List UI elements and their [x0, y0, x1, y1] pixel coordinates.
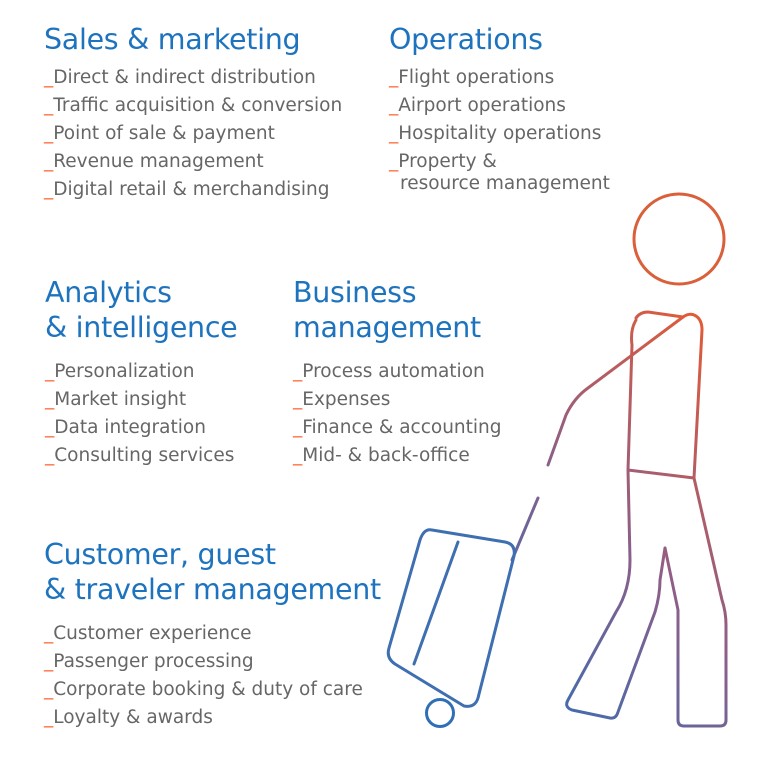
section-title: Business management [293, 275, 502, 345]
item-list: _Customer experience _Passenger processi… [44, 620, 381, 732]
list-item: _Market insight [45, 386, 237, 414]
list-item: _Consulting services [45, 442, 237, 470]
head-shape [632, 192, 726, 286]
bullet: _ [44, 95, 54, 116]
section-title-line: & traveler management [44, 573, 381, 606]
list-item-text: Data integration [54, 417, 206, 438]
bullet: _ [389, 67, 399, 88]
list-item-text: Airport operations [398, 95, 566, 116]
list-item: _Finance & accounting [293, 414, 502, 442]
list-item-text: Point of sale & payment [53, 123, 275, 144]
suitcase-handle-shape [510, 496, 540, 562]
list-item-text: Digital retail & merchandising [53, 179, 330, 200]
list-item: _Digital retail & merchandising [44, 176, 342, 204]
item-list: _Process automation _Expenses _Finance &… [293, 358, 502, 470]
bullet: _ [44, 151, 54, 172]
section-title-line: Customer, guest [44, 538, 276, 571]
list-item-text: Market insight [54, 389, 187, 410]
bullet: _ [44, 179, 54, 200]
list-item: _Mid- & back-office [293, 442, 502, 470]
arm-shape [546, 315, 685, 467]
bullet: _ [293, 361, 303, 382]
bullet: _ [293, 445, 303, 466]
list-item-text: Property & [398, 151, 497, 172]
list-item: _Hospitality operations [389, 120, 610, 148]
list-item-text: Mid- & back-office [302, 445, 470, 466]
list-item: _Revenue management [44, 148, 342, 176]
bullet: _ [44, 123, 54, 144]
section-title-text: Operations [389, 23, 543, 56]
list-item-text-continued: resource management [400, 173, 610, 194]
section-operations: Operations _Flight operations _Airport o… [389, 22, 610, 195]
list-item-text: Loyalty & awards [53, 707, 213, 728]
bullet: _ [45, 417, 55, 438]
list-item: _Airport operations [389, 92, 610, 120]
list-item-text: Revenue management [53, 151, 264, 172]
list-item-text: Personalization [54, 361, 195, 382]
item-list: _Personalization _Market insight _Data i… [45, 358, 237, 470]
list-item: _Passenger processing [44, 648, 381, 676]
list-item-text: Passenger processing [53, 651, 254, 672]
bullet: _ [44, 67, 54, 88]
list-item: _Corporate booking & duty of care [44, 676, 381, 704]
section-analytics-intelligence: Analytics & intelligence _Personalizatio… [45, 275, 238, 470]
list-item: _Customer experience [44, 620, 381, 648]
list-item: _Direct & indirect distribution [44, 64, 342, 92]
bullet: _ [389, 123, 399, 144]
bullet: _ [45, 361, 55, 382]
section-business-management: Business management _Process automation … [293, 275, 502, 470]
list-item: _Traffic acquisition & conversion [44, 92, 342, 120]
bullet: _ [44, 623, 54, 644]
bullet: _ [389, 151, 399, 172]
section-title-line: Business [293, 276, 417, 309]
list-item: _Data integration [45, 414, 237, 442]
list-item: _Point of sale & payment [44, 120, 342, 148]
list-item: _Process automation [293, 358, 502, 386]
list-item-text: Process automation [302, 361, 485, 382]
section-customer-guest-traveler-management: Customer, guest & traveler management _C… [44, 537, 381, 732]
suitcase-shape [386, 528, 516, 708]
section-title-line: Analytics [45, 276, 172, 309]
list-item: _Flight operations [389, 64, 610, 92]
list-item: _Loyalty & awards [44, 704, 381, 732]
list-item: _Personalization [45, 358, 237, 386]
bullet: _ [44, 679, 54, 700]
section-title: Analytics & intelligence [45, 275, 238, 345]
section-title-line: & intelligence [45, 311, 238, 344]
bullet: _ [44, 651, 54, 672]
list-item-text: Traffic acquisition & conversion [53, 95, 343, 116]
section-sales-marketing: Sales & marketing _Direct & indirect dis… [44, 22, 342, 204]
bullet: _ [45, 389, 55, 410]
list-item-text: Hospitality operations [398, 123, 602, 144]
section-title: Operations [389, 22, 610, 57]
bullet: _ [389, 95, 399, 116]
item-list: _Direct & indirect distribution _Traffic… [44, 64, 342, 204]
section-title-text: Sales & marketing [44, 23, 301, 56]
item-list: _Flight operations _Airport operations _… [389, 64, 610, 195]
list-item-text: Expenses [302, 389, 391, 410]
list-item-text: Customer experience [53, 623, 252, 644]
list-item-text: Consulting services [54, 445, 235, 466]
list-item-text: Direct & indirect distribution [53, 67, 316, 88]
section-title: Sales & marketing [44, 22, 342, 57]
list-item-text: Corporate booking & duty of care [53, 679, 363, 700]
bullet: _ [44, 707, 54, 728]
section-title-line: management [293, 311, 481, 344]
list-item: _Property &resource management [389, 148, 610, 195]
bullet: _ [45, 445, 55, 466]
bullet: _ [293, 389, 303, 410]
list-item-text: Finance & accounting [302, 417, 502, 438]
bullet: _ [293, 417, 303, 438]
list-item-text: Flight operations [398, 67, 555, 88]
suitcase-wheel-shape [425, 698, 455, 728]
list-item: _Expenses [293, 386, 502, 414]
section-title: Customer, guest & traveler management [44, 537, 381, 607]
